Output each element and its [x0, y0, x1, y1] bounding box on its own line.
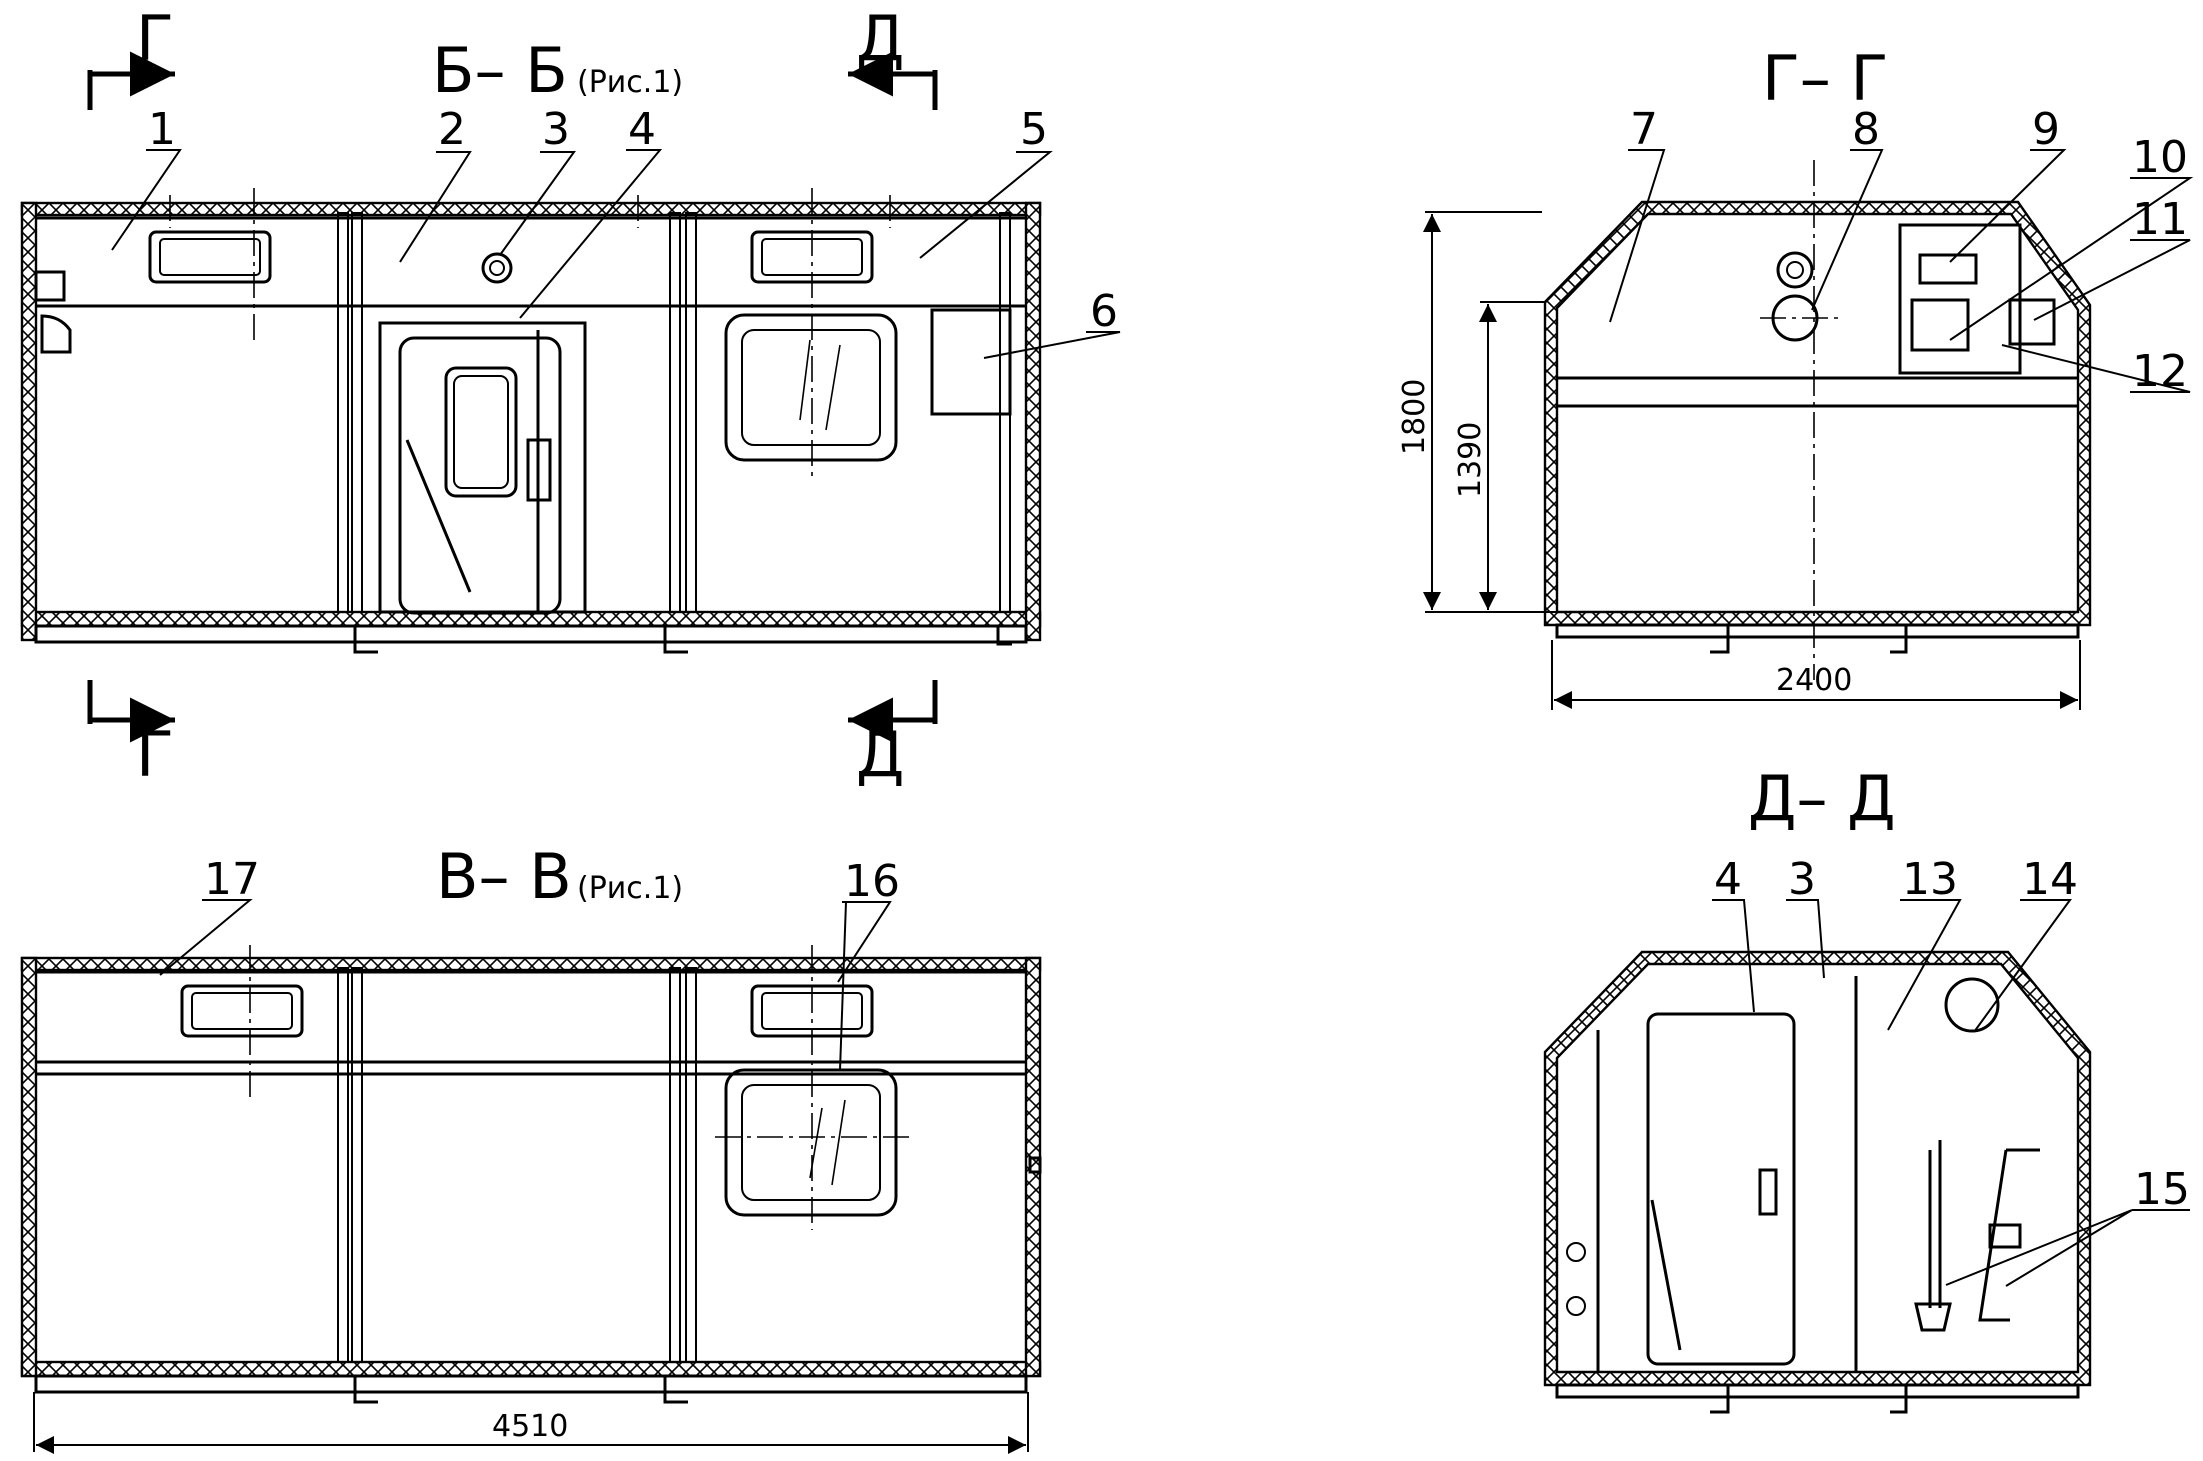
vv-wall-left — [20, 956, 38, 1378]
callout-2: 2 — [438, 104, 466, 155]
section-gg: Г– Г 1800 1390 2400 7 8 9 — [1397, 42, 2194, 710]
callout-11: 11 — [2132, 194, 2188, 245]
section-vv: В– В (Рис.1) 4510 17 — [20, 840, 1042, 1454]
callout-15: 15 — [2134, 1164, 2190, 1215]
callout-4: 4 — [628, 104, 656, 155]
section-vv-ref: (Рис.1) — [577, 871, 683, 906]
dd-callout-3: 3 — [1788, 854, 1816, 905]
section-bb: Б– Б (Рис.1) — [20, 2, 1121, 791]
dim-length: 4510 — [492, 1409, 568, 1444]
dd-callout-4: 4 — [1714, 854, 1742, 905]
callout-9: 9 — [2032, 104, 2060, 155]
callout-7: 7 — [1630, 104, 1658, 155]
callout-8: 8 — [1852, 104, 1880, 155]
section-dd-title: Д– Д — [1748, 762, 1896, 835]
bb-wall-left — [20, 201, 38, 642]
callout-13: 13 — [1902, 854, 1958, 905]
callout-5: 5 — [1020, 104, 1048, 155]
callout-6: 6 — [1090, 286, 1118, 337]
callout-3: 3 — [542, 104, 570, 155]
section-dd: Д– Д 4 3 13 14 15 — [1543, 762, 2190, 1414]
section-bb-title: Б– Б — [432, 34, 568, 107]
section-vv-title: В– В — [436, 840, 572, 913]
section-bb-ref: (Рис.1) — [577, 65, 683, 100]
dd-shell — [1543, 950, 2092, 1387]
dim-width: 2400 — [1776, 663, 1852, 698]
cut-g-bottom: Г — [136, 718, 174, 791]
section-gg-title: Г– Г — [1762, 42, 1888, 115]
callout-17: 17 — [204, 854, 260, 905]
bb-wall-right — [1024, 201, 1042, 642]
cut-d-top: Д — [856, 2, 904, 75]
cut-g-top: Г — [136, 2, 174, 75]
cut-d-bottom: Д — [856, 718, 904, 791]
callout-16: 16 — [844, 856, 900, 907]
callout-12: 12 — [2132, 346, 2188, 397]
vv-floor — [20, 1360, 1042, 1378]
callout-10: 10 — [2132, 132, 2188, 183]
callout-14: 14 — [2022, 854, 2078, 905]
vv-wall-right — [1024, 956, 1042, 1378]
callout-1: 1 — [148, 104, 176, 155]
dim-height-total: 1800 — [1397, 379, 1432, 455]
dim-height-wall: 1390 — [1453, 422, 1488, 498]
